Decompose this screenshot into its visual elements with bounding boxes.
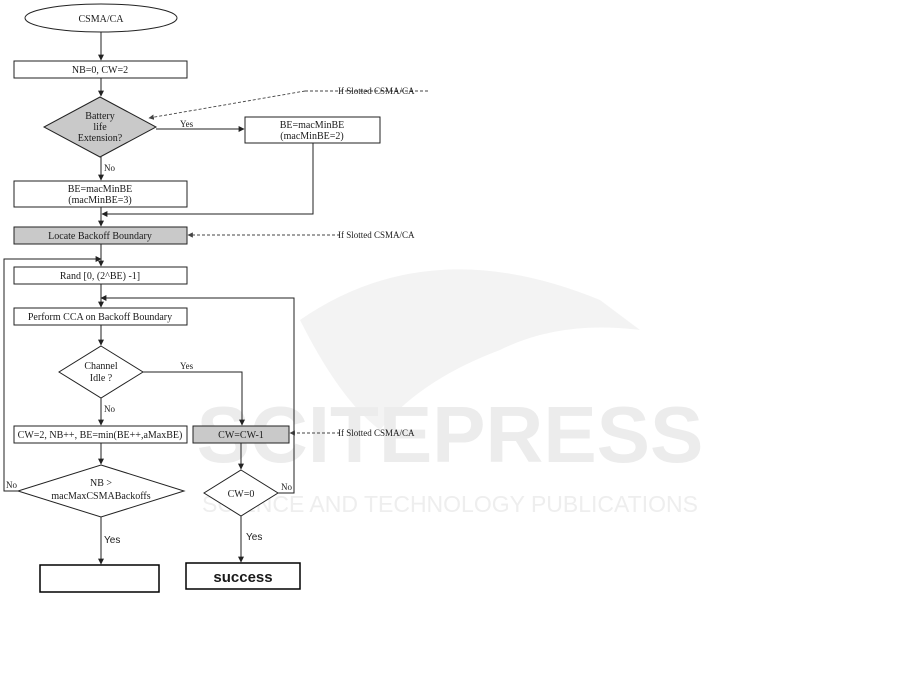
- init-label: NB=0, CW=2: [72, 65, 128, 76]
- battery-line3: Extension?: [78, 133, 123, 144]
- nb-check-yes-label: Yes: [104, 535, 120, 546]
- battery-no-label: No: [104, 163, 115, 173]
- cw-check-yes-label: Yes: [246, 532, 262, 543]
- battery-line1: Battery: [85, 111, 114, 122]
- slotted-label-3: If Slotted CSMA/CA: [338, 428, 415, 438]
- cw-dec-label: CW=CW-1: [218, 430, 264, 441]
- nb-check-no-label: No: [6, 480, 17, 490]
- success-label: success: [213, 569, 272, 586]
- channel-yes-label: Yes: [180, 361, 194, 371]
- arrow-nbcheck-no-loop: [3, 256, 102, 492]
- success-box: [185, 562, 301, 590]
- channel-decision: [58, 345, 144, 399]
- locate-label: Locate Backoff Boundary: [48, 231, 152, 242]
- channel-line2: Idle ?: [90, 373, 113, 384]
- nb-check-line2: macMaxCSMABackoffs: [51, 491, 150, 502]
- battery-line2: life: [93, 122, 107, 133]
- arrow-be2-merge: [101, 143, 314, 217]
- be-min3-line2: (macMinBE=3): [68, 195, 131, 206]
- nb-check-line1: NB >: [90, 478, 112, 489]
- arrow-cwcheck-no-loop: [100, 295, 295, 494]
- watermark-sub: SCIENCE AND TECHNOLOGY PUBLICATIONS: [202, 491, 698, 517]
- cca-label: Perform CCA on Backoff Boundary: [28, 312, 172, 323]
- battery-yes-label: Yes: [180, 119, 194, 129]
- dashed-slotted-battery: [148, 90, 306, 120]
- channel-no-label: No: [104, 404, 115, 414]
- slotted-label-1: If Slotted CSMA/CA: [338, 86, 415, 96]
- battery-decision: [42, 96, 158, 158]
- watermark-book-icon: [300, 269, 640, 430]
- failure-box: [39, 564, 160, 593]
- channel-line1: Channel: [84, 361, 118, 372]
- start-label: CSMA/CA: [78, 14, 124, 25]
- arrow-channel-yes: [143, 371, 245, 426]
- be-min2-line2: (macMinBE=2): [280, 131, 343, 142]
- watermark: SCITEPRESS SCIENCE AND TECHNOLOGY PUBLIC…: [197, 269, 703, 517]
- slotted-label-2: If Slotted CSMA/CA: [338, 230, 415, 240]
- be-min3-line1: BE=macMinBE: [68, 184, 133, 195]
- cw-check-no-label: No: [281, 482, 292, 492]
- nb-inc-label: CW=2, NB++, BE=min(BE++,aMaxBE): [18, 430, 183, 441]
- rand-label: Rand [0, (2^BE) -1]: [60, 271, 140, 282]
- cw-check-label: CW=0: [228, 489, 255, 500]
- be-min2-line1: BE=macMinBE: [280, 120, 345, 131]
